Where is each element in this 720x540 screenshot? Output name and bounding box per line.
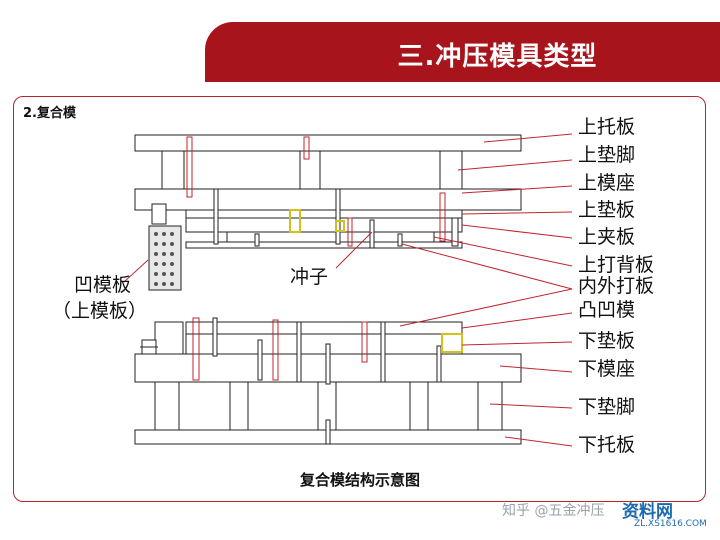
- section-label: 2.复合模: [23, 106, 76, 121]
- lower-screw-left: [192, 317, 200, 381]
- label-die-plate-note: （上模板）: [52, 300, 148, 322]
- watermark-site: 资料网: [622, 502, 673, 522]
- upper-spring-left: [289, 209, 301, 233]
- upper-die-seat: [134, 188, 522, 211]
- lower-pin-3: [296, 321, 302, 383]
- lower-pin-7: [325, 419, 331, 445]
- die-plate-bracket: [151, 203, 167, 225]
- label-lower-die-seat: 下模座: [578, 358, 636, 380]
- lower-pin-2: [257, 339, 263, 381]
- punch-die-plate: [185, 321, 463, 335]
- lower-pin-1: [212, 317, 218, 357]
- upper-pin-4: [451, 217, 459, 247]
- upper-pin-1: [213, 188, 219, 245]
- upper-pin-6: [397, 233, 403, 247]
- label-upper-knockout-back-plate: 上打背板: [578, 254, 655, 276]
- page-title: 三.冲压模具类型: [397, 42, 598, 72]
- lower-backing-plate: [185, 333, 463, 355]
- watermark-url: ZL.XS1616.COM: [634, 519, 707, 529]
- lower-fasteners: [192, 317, 368, 381]
- upper-pin-5: [254, 233, 260, 247]
- lower-side-parts: [140, 339, 158, 355]
- upper-spacer-foot-mid: [299, 150, 321, 190]
- lower-screw-right: [361, 321, 368, 363]
- lower-yellow-springs: [441, 333, 463, 353]
- die-plate-body: [185, 241, 463, 249]
- lower-side-block: [154, 321, 184, 355]
- lower-pins: [212, 317, 442, 445]
- lower-spacer-foot-5: [477, 381, 503, 431]
- lower-pin-5: [380, 321, 386, 383]
- die-plate-perforated: [148, 225, 182, 291]
- leader-lines: [123, 133, 573, 447]
- label-upper-die-seat: 上模座: [578, 172, 636, 194]
- die-plate-side: [148, 203, 182, 291]
- watermark-text: 知乎 @五金冲压: [502, 503, 605, 519]
- label-inner-outer-knockout: 内外打板: [578, 275, 655, 297]
- upper-screw-left: [186, 136, 193, 198]
- label-upper-spacer-foot: 上垫脚: [578, 144, 636, 166]
- upper-screw-right: [439, 192, 446, 242]
- label-upper-backing-plate: 上垫板: [578, 199, 636, 221]
- lower-spacer-foot-2: [229, 381, 249, 431]
- label-lower-support-plate: 下托板: [578, 434, 636, 456]
- label-die-plate: 凹模板: [74, 274, 132, 296]
- lower-spacer-foot-4: [409, 381, 429, 431]
- lower-pin-4: [325, 343, 331, 385]
- upper-fasteners: [186, 136, 446, 247]
- label-upper-support-plate: 上托板: [578, 116, 636, 138]
- label-punch-die: 凸凹模: [578, 299, 636, 321]
- upper-spacer-foot-left: [161, 150, 185, 190]
- label-lower-backing-plate: 下垫板: [578, 330, 636, 352]
- punch-part: [347, 217, 353, 247]
- label-lower-spacer-foot: 下垫脚: [578, 396, 636, 418]
- upper-clamp-plate: [185, 217, 463, 233]
- upper-die-set: [134, 134, 522, 249]
- upper-screw-mid: [303, 136, 310, 160]
- lower-screw-mid: [272, 319, 279, 381]
- diagram-caption: 复合模结构示意图: [299, 471, 420, 489]
- upper-pin-2: [335, 188, 341, 245]
- lower-spring-right: [441, 333, 463, 353]
- upper-backing-plate: [185, 209, 463, 219]
- lower-pin-6: [436, 345, 442, 383]
- label-upper-clamp-plate: 上夹板: [578, 226, 636, 248]
- upper-spring-right: [335, 220, 345, 232]
- upper-support-plate: [134, 134, 522, 152]
- upper-yellow-springs: [289, 209, 345, 233]
- die-plate-holes: [154, 232, 174, 286]
- lower-spacer-foot-1: [154, 381, 180, 431]
- upper-pins: [213, 188, 459, 249]
- label-punch: 冲子: [290, 266, 329, 288]
- title-banner: 三.冲压模具类型: [205, 22, 720, 82]
